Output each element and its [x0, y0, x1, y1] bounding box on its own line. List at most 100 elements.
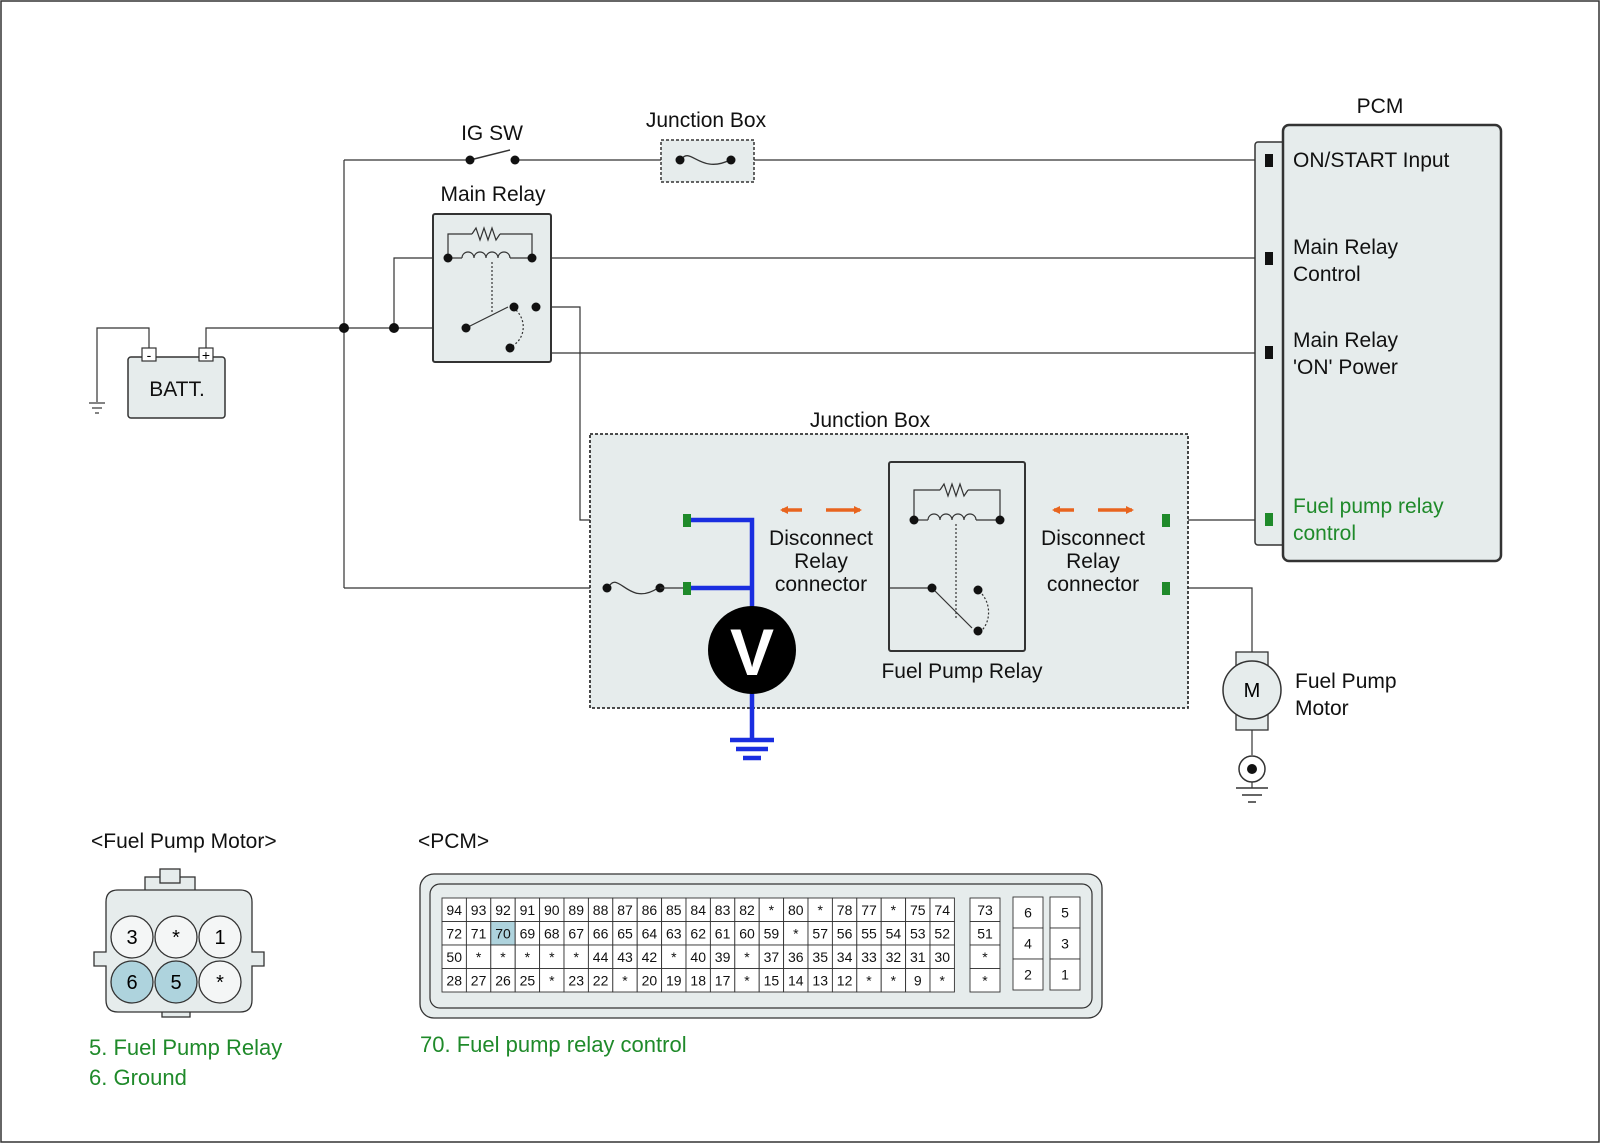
battery-positive-wire	[205, 327, 344, 348]
connector-pin	[1012, 958, 1044, 991]
connector-pin-label: *	[744, 972, 750, 988]
connector-pin-label: *	[549, 972, 555, 988]
pcm-on-start-label: ON/START Input	[1293, 149, 1450, 172]
connector-pin-label: *	[769, 902, 775, 918]
connector-pin-label: 72	[446, 925, 462, 941]
connector-pin-label: 14	[788, 972, 804, 988]
voltmeter-icon: V	[708, 606, 796, 694]
fuel-pump-relay-label: Fuel Pump Relay	[881, 660, 1043, 683]
connector-pin-label: 22	[593, 972, 609, 988]
connector-pin-label: 73	[977, 902, 993, 918]
connector-pin-label: 82	[739, 902, 755, 918]
connector-pin-label: 87	[617, 902, 633, 918]
connector-pin-label: *	[622, 972, 628, 988]
main-relay: Main Relay	[432, 183, 552, 363]
connector-pin-label: 61	[715, 925, 731, 941]
junction-box-main: Junction Box V	[589, 409, 1189, 761]
connector-pin	[110, 960, 154, 1004]
connector-pin-label: 28	[446, 972, 462, 988]
connector-pin-label: 88	[593, 902, 609, 918]
connector-pin-label: 13	[812, 972, 828, 988]
connector-pin-label: 85	[666, 902, 682, 918]
connector-pin-label: 80	[788, 902, 804, 918]
connector-pin-label: 31	[910, 949, 926, 965]
connector-pin-label: 52	[934, 925, 950, 941]
pcm-main-relay-on-label: Main Relay	[1293, 329, 1399, 352]
connector-pin-label: *	[573, 949, 579, 965]
junction-dot	[389, 323, 399, 333]
connector-pin-label: 35	[812, 949, 828, 965]
connector-pin-label: 6	[1024, 905, 1032, 921]
battery-ground-icon	[89, 327, 150, 414]
pcm-module: PCM ON/START Input Main Relay Control Ma…	[1254, 95, 1503, 563]
connector-pin-label: 50	[446, 949, 462, 965]
fuel-pump-motor-label: Motor	[1295, 697, 1349, 720]
fuse-icon	[680, 155, 731, 165]
connector-pin-label: *	[476, 949, 482, 965]
connector-pin-label: 69	[520, 925, 536, 941]
connector-pin-label: *	[744, 949, 750, 965]
main-relay-label: Main Relay	[440, 183, 546, 206]
fuse-icon	[602, 581, 686, 595]
connector-pin	[110, 915, 154, 959]
connector-pin	[1049, 958, 1081, 991]
connector-pin-label: 70	[495, 925, 511, 941]
disconnect-label-right: Disconnect	[1041, 527, 1145, 550]
connector-pin-label: 40	[690, 949, 706, 965]
connector-pin-label: 3	[126, 927, 137, 949]
disconnect-label-right: Relay	[1066, 550, 1120, 573]
connector-pin-label: 3	[1061, 936, 1069, 952]
connector-pin-label: 60	[739, 925, 755, 941]
connector-pin-label: 1	[214, 927, 225, 949]
connector-pin-label: 74	[934, 902, 950, 918]
connector-pin-label: 92	[495, 902, 511, 918]
connector-pin-label: 27	[471, 972, 487, 988]
connector-pin-label: 1	[1061, 967, 1069, 983]
connector-pin-label: *	[172, 927, 180, 949]
voltmeter-label: V	[730, 615, 774, 689]
pcm-main-relay-control-label: Control	[1293, 263, 1361, 286]
connector-pin-label: 42	[642, 949, 658, 965]
connector-pin	[1012, 927, 1044, 960]
connector-pin	[929, 968, 955, 993]
fuel-pump-relay	[888, 461, 1026, 652]
connector-pin-label: 77	[861, 902, 877, 918]
battery-label: BATT.	[149, 378, 205, 401]
connector-pin-label: 54	[886, 925, 902, 941]
connector-pin	[1049, 927, 1081, 960]
connector-pin	[154, 960, 198, 1004]
connector-pin-label: 71	[471, 925, 487, 941]
ig-sw-label: IG SW	[461, 122, 523, 145]
connector-pin-label: 65	[617, 925, 633, 941]
connector-pin-label: *	[671, 949, 677, 965]
connector-pin	[1012, 896, 1044, 929]
connector-pin-label: 23	[568, 972, 584, 988]
connector-pin-label: *	[982, 949, 988, 965]
connector-pin-label: *	[817, 902, 823, 918]
connector-pin-label: 36	[788, 949, 804, 965]
battery-minus-label: -	[147, 347, 152, 363]
fuel-pump-motor-label: Fuel Pump	[1295, 670, 1397, 693]
junction-box-main-label: Junction Box	[810, 409, 931, 432]
connector-pin-label: 26	[495, 972, 511, 988]
connector-pin-label: *	[793, 925, 799, 941]
connector-pin-label: 25	[520, 972, 536, 988]
connector-pin-label: 90	[544, 902, 560, 918]
connector-pin-label: 43	[617, 949, 633, 965]
motor-label: M	[1244, 680, 1261, 702]
pcm-main-relay-control-label: Main Relay	[1293, 236, 1399, 259]
connector-pin-label: 66	[593, 925, 609, 941]
pcm-main-relay-on-label: 'ON' Power	[1293, 356, 1398, 379]
connector-pin-label: 5	[1061, 905, 1069, 921]
connector-pin-label: *	[891, 902, 897, 918]
connector-pin-label: *	[500, 949, 506, 965]
connector-pin-label: *	[939, 972, 945, 988]
pcm-title: PCM	[1357, 95, 1404, 118]
connector-pin-label: 91	[520, 902, 536, 918]
disconnect-label-left: Relay	[794, 550, 848, 573]
connector-pin	[198, 915, 242, 959]
